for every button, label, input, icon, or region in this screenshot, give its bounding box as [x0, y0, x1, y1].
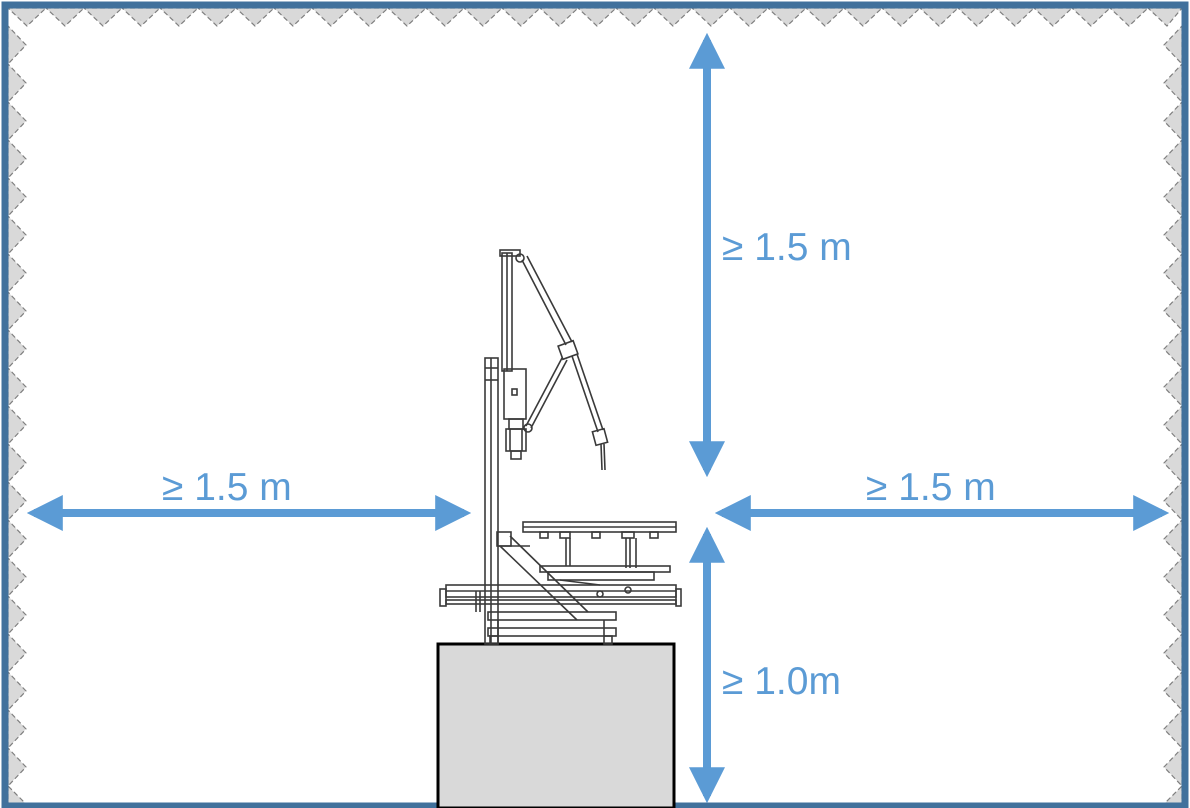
- left-wall-zigzag: [7, 24, 28, 805]
- label-above: ≥ 1.5 m: [722, 226, 852, 269]
- support-table: [436, 642, 676, 808]
- label-left: ≥ 1.5 m: [162, 466, 292, 509]
- clearance-arrows: [26, 32, 1170, 804]
- instrument-icon: [439, 249, 682, 645]
- label-right: ≥ 1.5 m: [866, 466, 996, 509]
- label-below: ≥ 1.0m: [722, 660, 841, 703]
